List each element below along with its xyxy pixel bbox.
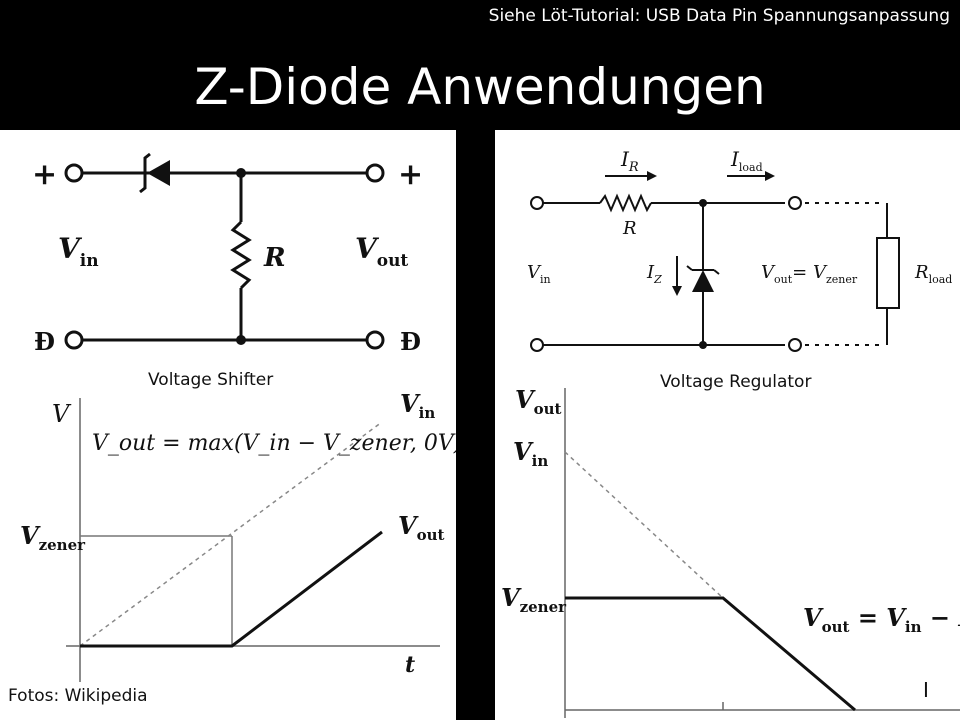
reg-graph-vout-sub: out bbox=[534, 400, 562, 418]
terminal-in-plus bbox=[64, 163, 84, 183]
reg-formula-b-sub: in bbox=[905, 618, 922, 636]
iload-label: I bbox=[730, 147, 740, 171]
minus-in-label: Đ bbox=[34, 327, 55, 356]
reg-formula-a: V bbox=[803, 603, 824, 632]
terminal-out-plus bbox=[365, 163, 385, 183]
ir-label: I bbox=[620, 147, 630, 171]
reg-resistor-label: R bbox=[622, 218, 637, 239]
vin-dashed-line bbox=[79, 421, 383, 647]
reg-graph-vzener-label: V bbox=[501, 583, 522, 612]
reg-graph-vzener-sub: zener bbox=[520, 598, 568, 616]
svg-text:IR: IR bbox=[620, 147, 639, 175]
iz-label: I bbox=[646, 262, 655, 283]
ir-sub: R bbox=[628, 160, 639, 175]
reg-graph-vout-label: V bbox=[515, 388, 536, 414]
voltage-regulator-caption: Voltage Regulator bbox=[660, 372, 812, 392]
reg-graph-vin-label: V bbox=[513, 437, 534, 466]
reg-vout-sub: out bbox=[774, 273, 793, 286]
graph-vin-sub: in bbox=[419, 404, 436, 422]
vout-label: V bbox=[355, 232, 380, 265]
reg-vout-label: V bbox=[761, 262, 776, 283]
iload-sub: load bbox=[739, 161, 763, 174]
reg-formula-c: − IR bbox=[922, 603, 960, 632]
minus-out-label: Đ bbox=[400, 327, 421, 356]
terminal-out-minus bbox=[365, 330, 385, 350]
vin-label: V bbox=[58, 232, 83, 265]
vout-curve bbox=[80, 530, 383, 648]
voltage-shifter-circuit: + + Đ Đ Vin R Vout bbox=[32, 152, 423, 356]
graph-vzener-sub: zener bbox=[39, 536, 87, 554]
voltage-shifter-graph: V t V_out = max(V_in − V_zener, 0V) Vin … bbox=[20, 392, 456, 682]
photo-credit: Fotos: Wikipedia bbox=[8, 686, 148, 706]
resistor-label: R bbox=[263, 243, 286, 273]
plus-out-label: + bbox=[398, 157, 423, 192]
voltage-shifter-caption: Voltage Shifter bbox=[148, 370, 274, 390]
reg-terminal-out-top bbox=[788, 196, 802, 210]
corner-mark: I bbox=[923, 678, 929, 702]
reg-vout-curve bbox=[565, 596, 856, 712]
reg-formula-b: = V bbox=[849, 603, 907, 632]
svg-text:Vout: Vout bbox=[355, 232, 408, 271]
y-axis-label: V bbox=[52, 400, 72, 428]
rload-label: R bbox=[914, 262, 929, 283]
svg-text:Vout: Vout bbox=[398, 511, 445, 544]
vin-sub: in bbox=[80, 251, 99, 271]
reg-vin-dashed-line bbox=[564, 451, 724, 599]
rload-sub: load bbox=[929, 273, 953, 286]
svg-text:Vzener: Vzener bbox=[501, 583, 567, 616]
svg-text:Vzener: Vzener bbox=[20, 521, 86, 554]
reg-terminal-out-bottom bbox=[788, 338, 802, 352]
voltage-regulator-circuit: IR Iload R Vin IZ Vout= Vzener Rload bbox=[527, 147, 952, 352]
x-axis-label: t bbox=[405, 652, 415, 678]
svg-text:Vout = Vin − IR: Vout = Vin − IR bbox=[803, 603, 960, 636]
reg-graph-vin-sub: in bbox=[532, 452, 549, 470]
svg-text:Rload: Rload bbox=[914, 262, 952, 286]
svg-text:Vin: Vin bbox=[58, 232, 99, 271]
shifter-formula: V_out = max(V_in − V_zener, 0V) bbox=[92, 431, 456, 456]
svg-text:Vout: Vout bbox=[515, 388, 562, 418]
right-panel: IR Iload R Vin IZ Vout= Vzener Rload Vol… bbox=[495, 130, 960, 720]
reg-vin-sub: in bbox=[540, 273, 551, 286]
left-panel: + + Đ Đ Vin R Vout Voltage Shifter V t V… bbox=[0, 130, 456, 720]
svg-text:Vin: Vin bbox=[513, 437, 548, 470]
svg-text:Vout= Vzener: Vout= Vzener bbox=[761, 262, 858, 286]
reg-terminal-in-top bbox=[530, 196, 544, 210]
svg-text:IZ: IZ bbox=[646, 262, 662, 286]
reg-vout-mid: = V bbox=[792, 262, 828, 283]
vout-sub: out bbox=[377, 251, 409, 271]
iz-sub: Z bbox=[653, 273, 662, 286]
reg-terminal-in-bottom bbox=[530, 338, 544, 352]
svg-text:Vin: Vin bbox=[527, 262, 551, 286]
graph-vout-sub: out bbox=[417, 526, 445, 544]
graph-vout-label: V bbox=[398, 511, 419, 540]
page-title: Z-Diode Anwendungen bbox=[194, 58, 766, 116]
zener-diode-symbol bbox=[147, 160, 170, 186]
reg-vzener-sub: zener bbox=[826, 273, 858, 286]
graph-vin-label: V bbox=[400, 392, 421, 418]
svg-text:Iload: Iload bbox=[730, 147, 763, 174]
terminal-in-minus bbox=[64, 330, 84, 350]
regulator-zener-symbol bbox=[692, 270, 714, 292]
reg-formula-a-sub: out bbox=[822, 618, 850, 636]
load-resistor bbox=[876, 237, 900, 309]
plus-in-label: + bbox=[32, 157, 57, 192]
graph-vzener-label: V bbox=[20, 521, 41, 550]
reg-vin-label: V bbox=[527, 262, 542, 283]
header-tutorial-note: Siehe Löt-Tutorial: USB Data Pin Spannun… bbox=[488, 6, 950, 26]
voltage-regulator-graph: Vout Vin Vzener Vout = Vin − IR bbox=[501, 388, 960, 718]
svg-text:Vin: Vin bbox=[400, 392, 435, 422]
